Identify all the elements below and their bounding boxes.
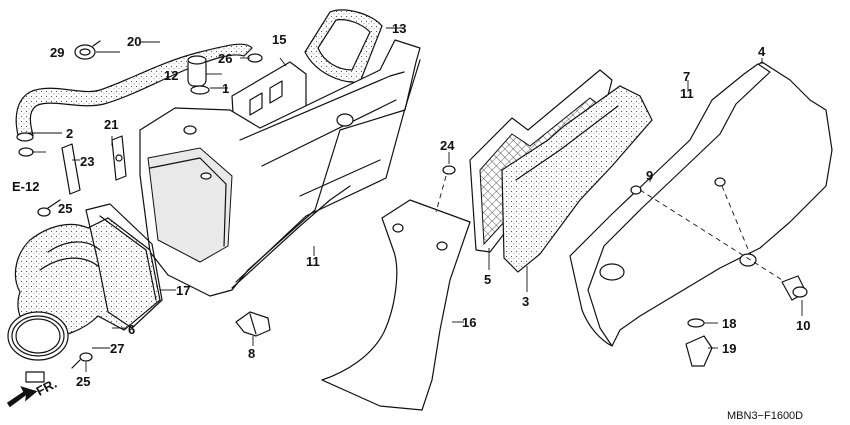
callout-3: 3 bbox=[522, 294, 529, 309]
callout-4: 4 bbox=[758, 44, 766, 59]
strap-23 bbox=[61, 143, 81, 195]
callout-18: 18 bbox=[722, 316, 736, 331]
guide-clamp bbox=[235, 311, 271, 337]
intake-connecting-tube bbox=[14, 203, 163, 338]
breather-hose bbox=[15, 43, 253, 136]
short-tube bbox=[187, 55, 207, 87]
callout-19: 19 bbox=[722, 341, 736, 356]
grommet-19 bbox=[685, 335, 713, 367]
callout-17: 17 bbox=[176, 283, 190, 298]
callout-16: 16 bbox=[462, 315, 476, 330]
callout-2: 2 bbox=[66, 126, 73, 141]
callout-26: 26 bbox=[218, 51, 232, 66]
callout-27: 27 bbox=[110, 341, 124, 356]
callout-6: 6 bbox=[128, 322, 135, 337]
callout-12: 12 bbox=[164, 68, 178, 83]
screw-upper bbox=[37, 199, 61, 217]
air-box-seal bbox=[235, 59, 421, 283]
callout-20: 20 bbox=[127, 34, 141, 49]
side-cover bbox=[569, 61, 833, 347]
callout-29: 29 bbox=[50, 45, 64, 60]
callout-23: 23 bbox=[80, 154, 94, 169]
bolt-10 bbox=[781, 275, 808, 301]
mud-guard bbox=[321, 199, 471, 411]
callout-11-box: 11 bbox=[306, 254, 320, 269]
callout-8: 8 bbox=[248, 346, 255, 361]
holder-21 bbox=[111, 135, 127, 181]
hose-end-cap bbox=[16, 132, 34, 142]
screw-24 bbox=[435, 165, 456, 213]
small-clip bbox=[18, 147, 34, 157]
screw-27 bbox=[71, 352, 93, 369]
callout-5: 5 bbox=[484, 272, 491, 287]
callout-10: 10 bbox=[796, 318, 810, 333]
collar-18 bbox=[687, 318, 705, 328]
air-box-cap bbox=[304, 9, 383, 83]
callout-labels: 29 20 2 23 21 E-12 25 12 1 26 15 13 17 6… bbox=[12, 21, 810, 389]
callout-11-cover: 11 bbox=[680, 86, 694, 101]
hose-band bbox=[7, 311, 69, 383]
callout-25-lower: 25 bbox=[76, 374, 90, 389]
callout-1: 1 bbox=[222, 81, 229, 96]
callout-21: 21 bbox=[104, 117, 118, 132]
callout-13: 13 bbox=[392, 21, 406, 36]
callout-7: 7 bbox=[683, 69, 690, 84]
air-filter-element bbox=[501, 85, 653, 273]
hose-clip bbox=[74, 40, 101, 60]
callout-15: 15 bbox=[272, 32, 286, 47]
air-box-housing bbox=[139, 39, 421, 297]
callout-24: 24 bbox=[440, 138, 455, 153]
leader-lines bbox=[26, 27, 803, 372]
callout-e12: E-12 bbox=[12, 179, 39, 194]
callout-9: 9 bbox=[646, 168, 653, 183]
drawing-code: MBN3−F1600D bbox=[727, 410, 803, 422]
callout-25-upper: 25 bbox=[58, 201, 72, 216]
clip-26 bbox=[247, 53, 263, 63]
tube-clip bbox=[190, 85, 210, 95]
